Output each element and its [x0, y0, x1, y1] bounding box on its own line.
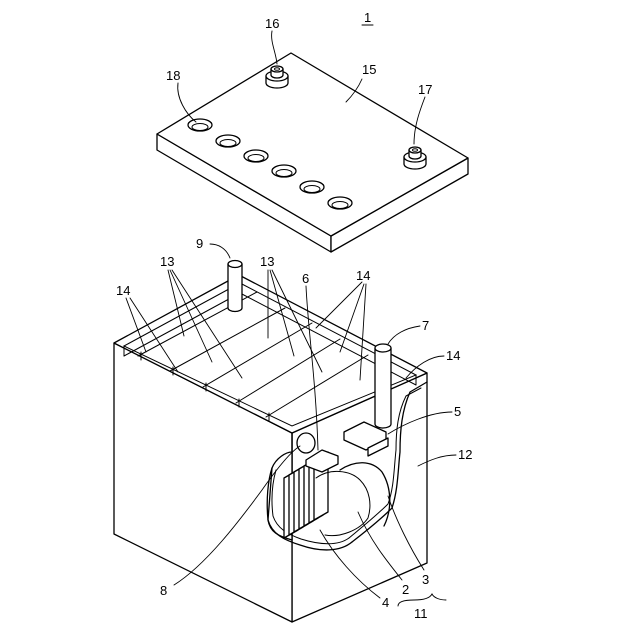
- ref-2-label: 2: [402, 582, 409, 597]
- lid-top-face: [157, 53, 468, 236]
- ref-3-label: 3: [422, 572, 429, 587]
- ref-5-label: 5: [454, 404, 461, 419]
- ref-11-label: 11: [414, 606, 428, 621]
- battery-case: [114, 261, 427, 623]
- ref-4-label: 4: [382, 595, 389, 610]
- ref-18-label: 18: [166, 68, 180, 83]
- ref-17-label: 17: [418, 82, 432, 97]
- terminal-pole-positive: [375, 344, 391, 428]
- ref-14-right-label: 14: [356, 268, 370, 283]
- ref-6-label: 6: [302, 271, 309, 286]
- ref-13-left-label: 13: [160, 254, 174, 269]
- ref-14-far-right-label: 14: [446, 348, 460, 363]
- figure-number-label: 1: [364, 10, 371, 25]
- ref-14-left-label: 14: [116, 283, 130, 298]
- ref-8-label: 8: [160, 583, 167, 598]
- ref-9-label: 9: [196, 236, 203, 251]
- ref-15-label: 15: [362, 62, 376, 77]
- ref-12-label: 12: [458, 447, 472, 462]
- ref-16-label: 16: [265, 16, 279, 31]
- ref-13-middle-label: 13: [260, 254, 274, 269]
- ref-7-label: 7: [422, 318, 429, 333]
- terminal-pole-negative: [228, 261, 242, 312]
